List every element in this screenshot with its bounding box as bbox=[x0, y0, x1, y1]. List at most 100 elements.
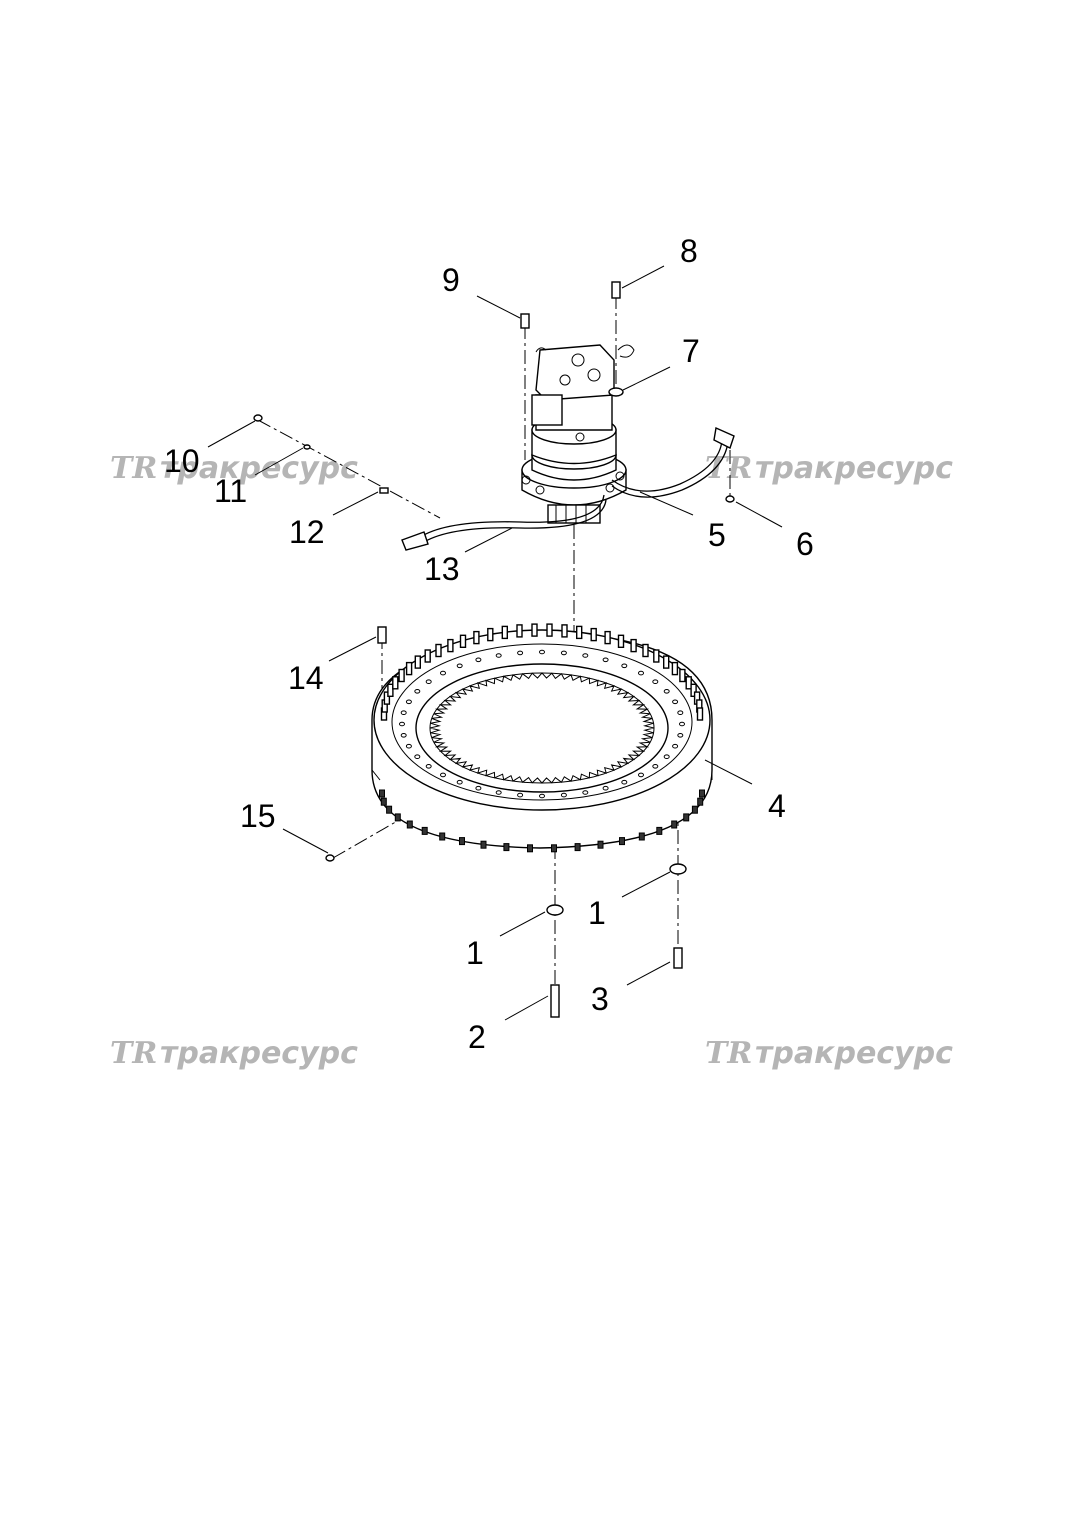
watermark-bottom-right: TR тракресурс bbox=[705, 1036, 953, 1071]
hardware-bottom bbox=[325, 626, 687, 1018]
callout-4: 4 bbox=[768, 788, 786, 824]
ring-bolt-hole bbox=[414, 754, 421, 760]
ring-bolt-hole bbox=[602, 657, 609, 663]
ring-stud bbox=[405, 661, 413, 676]
swing-motor bbox=[521, 344, 635, 524]
ring-stud bbox=[653, 649, 660, 663]
ring-bolt-hole bbox=[652, 679, 659, 685]
callout-7: 7 bbox=[682, 333, 700, 369]
ring-stud bbox=[516, 624, 523, 638]
ring-stud bbox=[679, 668, 686, 683]
ring-lower-stud bbox=[459, 837, 465, 846]
ring-bolt-hole bbox=[663, 754, 670, 760]
callout-1: 1 bbox=[466, 935, 484, 971]
ring-bolt-hole bbox=[621, 663, 628, 669]
watermark-top-left: TR тракресурс bbox=[110, 451, 358, 486]
ring-stud bbox=[414, 655, 421, 669]
ring-bolt-hole bbox=[672, 699, 679, 705]
ring-bolt-hole bbox=[638, 772, 644, 778]
watermark-text: тракресурс bbox=[160, 451, 358, 486]
callout-1: 1 bbox=[588, 895, 606, 931]
ring-stud bbox=[424, 649, 431, 663]
ring-stud bbox=[398, 668, 405, 683]
callout-6: 6 bbox=[796, 526, 814, 562]
ring-bolt-hole bbox=[425, 679, 432, 685]
ring-bolt-hole bbox=[582, 790, 589, 795]
ring-stud bbox=[590, 627, 597, 642]
callout-11: 11 bbox=[214, 473, 247, 509]
callout-13: 13 bbox=[424, 551, 460, 587]
ring-bolt-hole bbox=[456, 663, 463, 669]
ring-bolt-hole bbox=[475, 785, 482, 791]
watermark-logo: TR bbox=[705, 451, 752, 486]
ring-bolt-hole bbox=[560, 650, 567, 656]
watermark-logo: TR bbox=[705, 1036, 752, 1071]
callout-3: 3 bbox=[591, 981, 609, 1017]
ring-stud bbox=[690, 683, 697, 697]
leader-lines bbox=[207, 265, 783, 1021]
ring-stud bbox=[696, 707, 704, 721]
ring-bolt-hole bbox=[621, 779, 628, 785]
ring-stud bbox=[459, 634, 467, 648]
ring-stud bbox=[642, 643, 649, 658]
slewing-ring bbox=[371, 623, 713, 853]
ring-lower-stud bbox=[380, 797, 387, 806]
ring-stud bbox=[392, 676, 399, 690]
ring-bolt-hole bbox=[425, 764, 432, 769]
ring-stud bbox=[685, 676, 692, 690]
ring-bolt-hole bbox=[440, 670, 446, 676]
ring-stud bbox=[604, 630, 611, 645]
ring-stud bbox=[487, 627, 494, 642]
ring-lower-stud bbox=[656, 826, 663, 835]
ring-stud bbox=[447, 638, 454, 653]
ring-stud bbox=[630, 638, 637, 653]
watermark-text: тракресурс bbox=[755, 1036, 953, 1071]
ring-lower-stud bbox=[697, 797, 704, 806]
ring-bolt-hole bbox=[638, 670, 644, 676]
ring-bolt-hole bbox=[539, 649, 545, 655]
ring-teeth bbox=[429, 672, 655, 784]
callout-12: 12 bbox=[289, 514, 325, 550]
ring-lower-stud bbox=[619, 837, 625, 846]
ring-bolt-hole bbox=[677, 710, 684, 716]
ring-bolt-hole bbox=[405, 743, 412, 749]
ring-lower-stud bbox=[503, 843, 510, 852]
watermark-logo: TR bbox=[110, 451, 157, 486]
ring-bolt-hole bbox=[495, 653, 502, 658]
ring-stud bbox=[501, 625, 508, 640]
ring-bolt-hole bbox=[582, 653, 589, 658]
ring-bolt-hole bbox=[405, 699, 412, 705]
ring-stud bbox=[561, 624, 568, 638]
ring-bolt-hole bbox=[560, 792, 567, 798]
ring-bolt-hole bbox=[400, 710, 407, 716]
ring-lower-stud bbox=[480, 840, 487, 849]
ring-bolt-hole bbox=[517, 792, 524, 798]
ring-stud bbox=[387, 683, 394, 697]
ring-bolt-hole bbox=[495, 790, 502, 795]
ring-lower-stud bbox=[691, 805, 698, 814]
watermark-text: тракресурс bbox=[160, 1036, 358, 1071]
ring-lower-stud bbox=[699, 789, 705, 798]
ring-lower-stud bbox=[386, 805, 393, 814]
callout-9: 9 bbox=[442, 262, 460, 298]
ring-stud bbox=[435, 643, 442, 658]
ring-bolt-hole bbox=[602, 785, 609, 791]
ring-lower-stud bbox=[551, 844, 557, 853]
ring-stud bbox=[576, 625, 583, 640]
ring-lower-stud bbox=[671, 820, 678, 829]
callout-2: 2 bbox=[468, 1019, 486, 1055]
ring-stud bbox=[531, 623, 538, 637]
ring-lower-stud bbox=[406, 820, 413, 829]
ring-stud bbox=[617, 634, 625, 648]
ring-lower-stud bbox=[394, 813, 401, 822]
ring-bolt-hole bbox=[399, 721, 405, 727]
watermark-logo: TR bbox=[110, 1036, 157, 1071]
ring-bolt-hole bbox=[652, 764, 659, 769]
watermark-top-right: TR тракресурс bbox=[705, 451, 953, 486]
hoses bbox=[401, 426, 735, 551]
callout-14: 14 bbox=[288, 660, 324, 696]
ring-lower-stud bbox=[683, 813, 690, 822]
ring-bolt-hole bbox=[414, 689, 421, 694]
ring-bolt-hole bbox=[679, 721, 685, 727]
